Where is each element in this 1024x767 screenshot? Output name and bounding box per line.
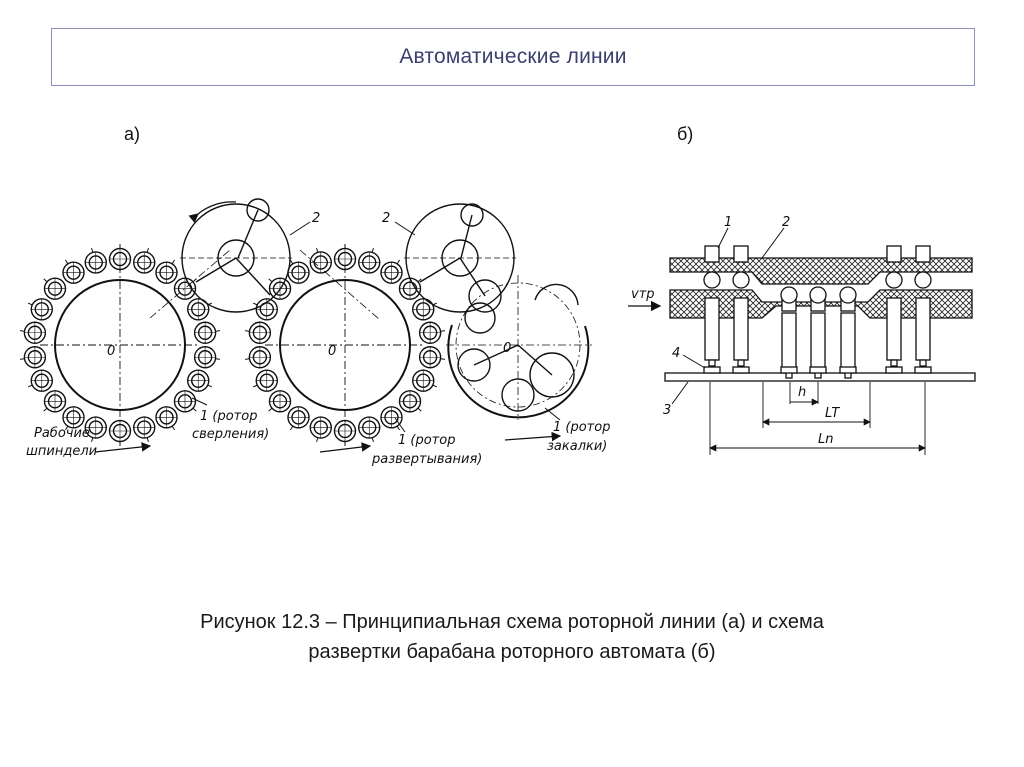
piston-head (915, 245, 931, 263)
transfer2-label: 2 (382, 211, 390, 226)
caption-line-1: Рисунок 12.3 – Принципиальная схема рото… (200, 611, 824, 633)
caption-line-2: развертки барабана роторного автомата (б… (308, 641, 716, 663)
piston-foot (809, 366, 827, 374)
piston-head (733, 245, 749, 263)
piston-rod (915, 297, 931, 361)
piston-rod (733, 297, 749, 361)
piston-foot (703, 366, 721, 374)
workpiece-ball (703, 271, 721, 289)
rotor-line-diagram (19, 198, 592, 453)
piston-rod (886, 297, 902, 361)
transfer1-label: 2 (312, 211, 320, 226)
part-b-label: б) (677, 124, 694, 144)
workpiece-ball (809, 286, 827, 304)
piston-rod (810, 312, 826, 373)
piston-foot (885, 366, 903, 374)
label-2: 2 (782, 215, 790, 230)
piston-rod (704, 297, 720, 361)
label-3: 3 (663, 403, 671, 418)
rotor3-center-label: 0 (503, 341, 511, 356)
slide-title: Автоматические линии (399, 45, 627, 68)
piston-head (886, 245, 902, 263)
spindles-label-line1: Рабочие (34, 426, 90, 441)
spindles-label-line2: шпиндели (26, 444, 97, 459)
drilling-rotor (19, 244, 221, 446)
piston-head (704, 245, 720, 263)
workpiece-ball (914, 271, 932, 289)
rotor2-label-line2: развертывания) (371, 452, 482, 467)
piston-rod (840, 312, 856, 373)
reaming-rotor (244, 244, 446, 446)
label-4: 4 (672, 346, 680, 361)
dim-lt-label: LT (825, 406, 840, 421)
transfer-rotor-2 (404, 203, 516, 313)
dim-ln-label: Ln (818, 432, 833, 447)
workpiece-ball (839, 286, 857, 304)
rotor1-center-label: 0 (107, 344, 115, 359)
rotor3-label-line1: 1 (ротор (553, 420, 610, 435)
part-a-label: а) (124, 124, 141, 144)
rotor3-label-line2: закалки) (547, 439, 607, 454)
transfer-rotor-1 (180, 198, 292, 313)
drum-development-diagram (628, 227, 976, 455)
rotor2-center-label: 0 (328, 344, 336, 359)
hardening-rotor (446, 275, 592, 420)
workpiece-ball (732, 271, 750, 289)
figure-caption: Рисунок 12.3 – Принципиальная схема рото… (60, 607, 964, 667)
velocity-label: vтр (631, 287, 655, 302)
workpiece-ball (780, 286, 798, 304)
piston-foot (839, 366, 857, 374)
rotor1-label-line1: 1 (ротор (200, 409, 257, 424)
rotor2-label-line1: 1 (ротор (398, 433, 455, 448)
piston-rod (781, 312, 797, 373)
piston-foot (914, 366, 932, 374)
label-1: 1 (724, 215, 732, 230)
title-box: Автоматические линии (51, 28, 975, 86)
dim-h-label: h (798, 385, 806, 400)
workpiece-ball (885, 271, 903, 289)
piston-foot (780, 366, 798, 374)
piston-foot (732, 366, 750, 374)
rotor1-label-line2: сверления) (192, 427, 269, 442)
